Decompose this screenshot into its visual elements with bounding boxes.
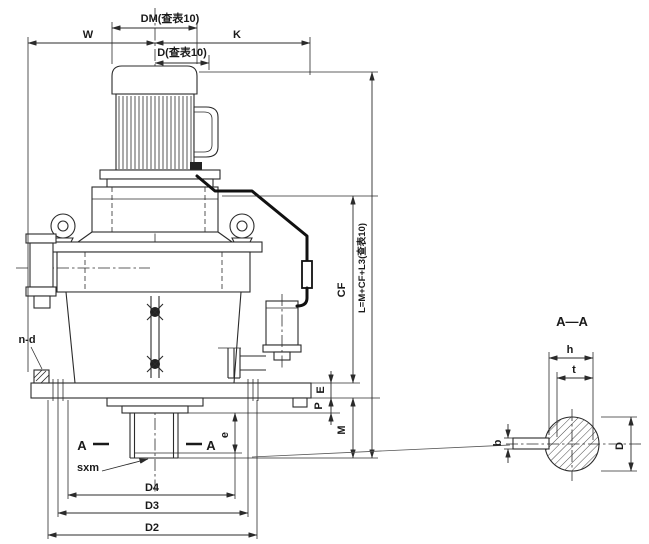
dim-label-d2: D2 [145, 522, 159, 534]
internal-shaft [146, 296, 164, 378]
bolt-callout: n-d [18, 334, 43, 370]
flange-bolt-holes [52, 379, 259, 401]
section-cut-marks: A A [77, 438, 216, 453]
spline-label: sxm [77, 462, 99, 474]
dim-label-shaft-d: D [614, 442, 626, 450]
shaft-joint-upper [146, 303, 164, 321]
flange-plate [30, 382, 312, 399]
dimension-b: b [492, 424, 511, 463]
dim-label-b: b [492, 439, 504, 446]
dim-label-d: D(查表10) [157, 45, 207, 59]
power-cable [195, 174, 313, 308]
housing-cone [65, 291, 242, 384]
output-shaft [106, 397, 204, 459]
dimension-w-k: W K [27, 29, 311, 372]
dim-label-m: M [336, 425, 348, 434]
dimension-dm: DM(查表10) [111, 11, 200, 64]
cable-connector [301, 260, 313, 289]
terminal-box [193, 106, 219, 158]
motor-assembly [99, 65, 221, 188]
motor-base-plate [99, 169, 221, 180]
hub-step2 [121, 405, 189, 414]
dimension-d2: D2 [47, 400, 258, 539]
dim-label-shaft-e: e [219, 432, 231, 438]
terminal-box-inner [194, 111, 213, 153]
dim-label-d4: D4 [145, 482, 160, 494]
section-cut-label-a-left: A [77, 438, 87, 453]
dim-label-t: t [572, 364, 576, 376]
gearbox-housing [16, 241, 263, 384]
dimension-right-stack: CF L=M+CF+L3(查表10) E P M [178, 71, 380, 459]
spline-callout: sxm [77, 458, 149, 474]
dimension-d4: D4 [67, 400, 236, 499]
mounting-flange [30, 369, 312, 408]
motor-fins [118, 96, 192, 169]
keyway-reference-line [251, 444, 511, 458]
shaft-joint-lower [146, 355, 164, 373]
dim-label-d3: D3 [145, 500, 159, 512]
housing-body [56, 251, 251, 293]
dim-label-h: h [567, 344, 574, 356]
flange-foot [292, 397, 308, 408]
adapter-block [91, 186, 219, 233]
dimension-h: h [548, 344, 594, 440]
section-view-aa: A—A h t b D [492, 314, 641, 481]
dim-label-w: W [83, 29, 94, 41]
dim-label-dm: DM(查表10) [141, 11, 200, 25]
dimension-d3: D3 [57, 401, 249, 517]
motor-adapter [77, 186, 233, 243]
housing-top-band [47, 241, 263, 253]
motor-base-plate2 [106, 178, 214, 188]
dim-label-k: K [233, 29, 241, 41]
dim-label-p: P [313, 402, 325, 409]
auxiliary-device [227, 294, 302, 379]
input-shaft-housing [25, 233, 57, 309]
hub-step1 [106, 397, 204, 407]
dimension-d: D(查表10) [154, 45, 210, 70]
dim-label-cf: CF [336, 282, 348, 297]
keyway-slot [512, 437, 550, 450]
section-cut-label-a-right: A [206, 438, 216, 453]
motor-cap [111, 65, 198, 95]
flange-bolt [33, 369, 50, 384]
dim-label-e: E [315, 386, 327, 393]
dimension-t: t [556, 364, 594, 437]
section-title: A—A [556, 314, 588, 329]
bolt-count-label: n-d [18, 334, 35, 346]
dimension-shaft-e: e [174, 412, 242, 499]
dim-label-l: L=M+CF+L3(查表10) [356, 223, 368, 313]
lifting-eye-right [229, 213, 255, 245]
dimension-shaft-d: D [601, 416, 637, 472]
